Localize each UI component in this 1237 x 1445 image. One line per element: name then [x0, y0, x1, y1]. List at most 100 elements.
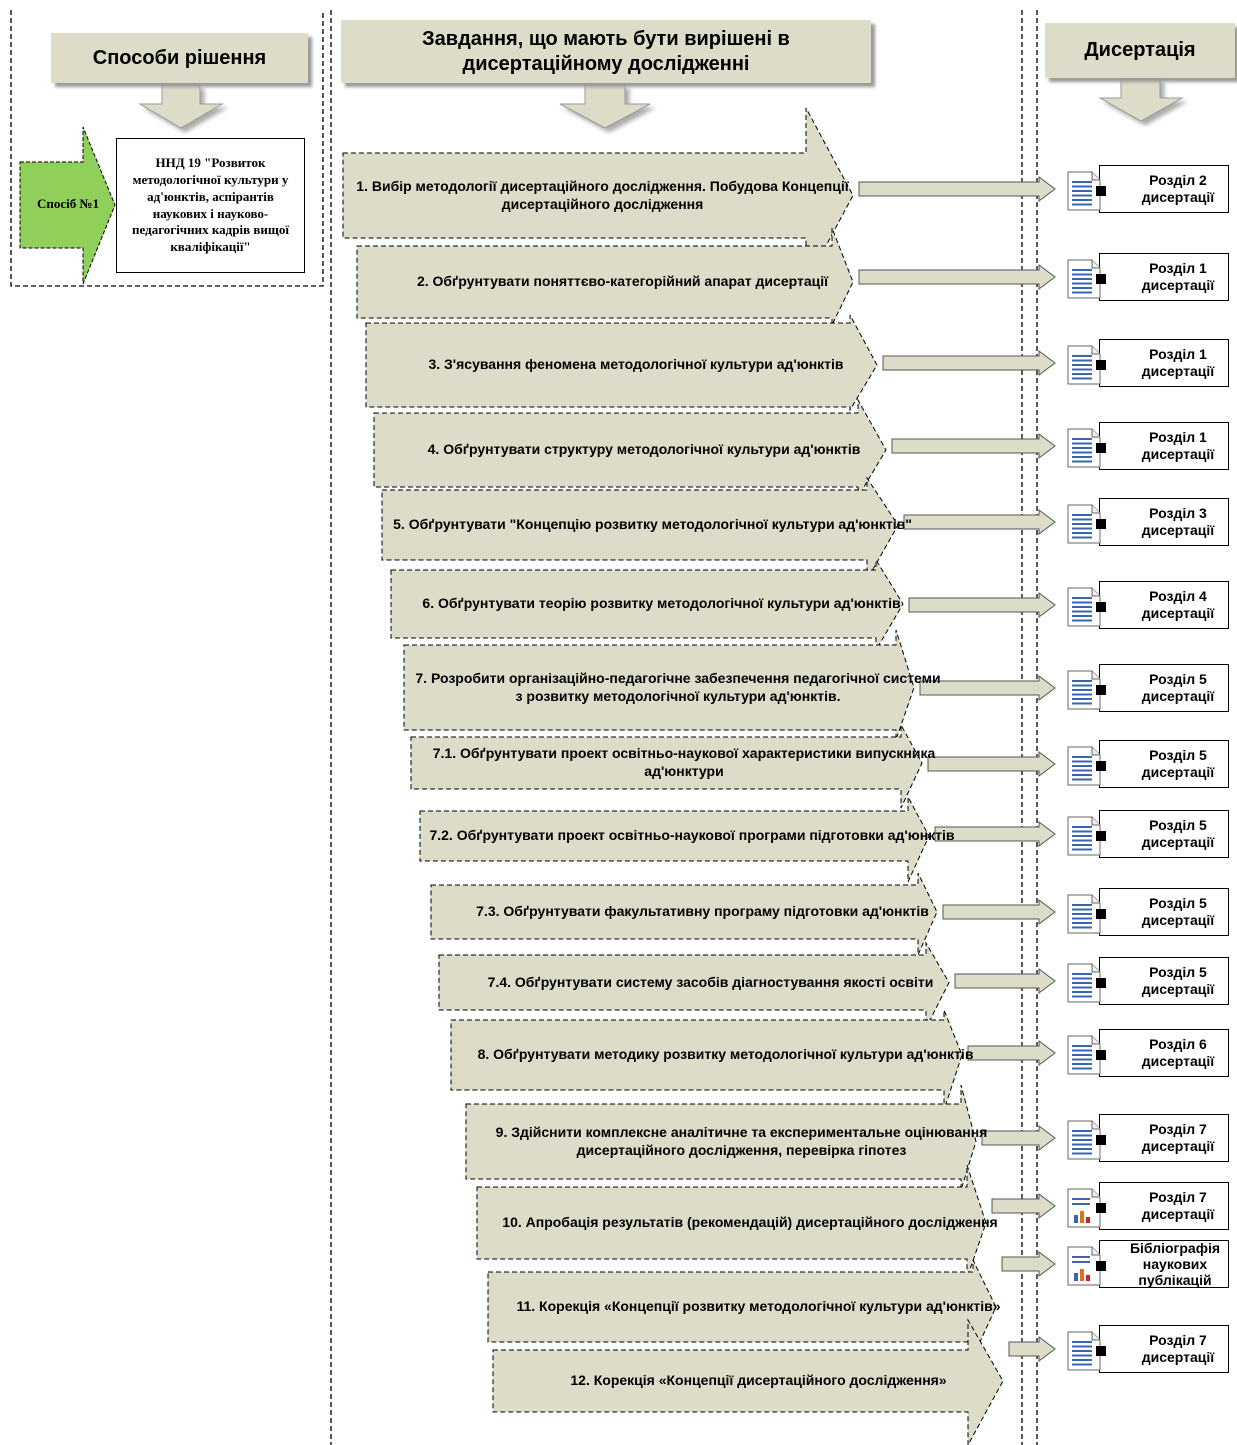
task-arrow	[390, 558, 904, 652]
document-icon	[1066, 962, 1106, 1004]
document-icon	[1066, 815, 1106, 857]
document-icon	[1066, 503, 1106, 545]
task-arrow	[373, 398, 887, 499]
task-text: 9. Здійснити комплексне аналітичне та ек…	[495, 1123, 988, 1158]
chapter-box: Розділ 7 дисертації	[1067, 1114, 1229, 1162]
chapter-box: Розділ 5 дисертації	[1067, 888, 1229, 936]
chapter-label: Розділ 5 дисертації	[1141, 816, 1215, 851]
document-icon	[1066, 1119, 1106, 1161]
connector-arrow	[858, 264, 1056, 290]
connector-arrow	[942, 899, 1056, 925]
task-arrow	[450, 1009, 963, 1111]
task-text: 10. Апробація результатів (рекомендацій)…	[502, 1214, 998, 1231]
chapter-label: Розділ 1 дисертації	[1141, 428, 1215, 463]
down-arrow-tasks	[559, 84, 651, 129]
connector-arrow	[954, 968, 1056, 994]
chapter-box: Бібліографія наукових публікацій	[1067, 1239, 1229, 1289]
connector-arrows	[858, 176, 1056, 1362]
header-arrows	[138, 77, 1184, 129]
solutions-frame	[10, 10, 324, 287]
task-arrow	[465, 1084, 977, 1191]
task-text: 11. Корекція «Концепції розвитку методол…	[516, 1298, 1001, 1315]
connector-arrow	[967, 1040, 1056, 1066]
document-icon	[1066, 669, 1106, 711]
task-text: 6. Обґрунтувати теорію розвитку методоло…	[422, 595, 901, 612]
connector-arrow	[903, 509, 1056, 535]
task-arrows	[342, 107, 1004, 1445]
task-text: 8. Обґрунтувати методику розвитку методо…	[477, 1046, 974, 1063]
task-text: 7.2. Обґрунтувати проект освітньо-науков…	[429, 827, 955, 844]
task-text: 7.1. Обґрунтувати проект освітньо-науков…	[432, 745, 936, 779]
chapter-label: Розділ 4 дисертації	[1141, 587, 1215, 622]
method-arrow	[19, 126, 116, 285]
chapter-box: Розділ 5 дисертації	[1067, 664, 1229, 712]
chapter-label: Розділ 5 дисертації	[1141, 894, 1215, 929]
chapter-box: Розділ 1 дисертації	[1067, 422, 1229, 470]
task-arrow	[410, 724, 923, 809]
tasks-header: Завдання, що мають бути вирішені в дисер…	[341, 20, 871, 83]
chapter-box: Розділ 3 дисертації	[1067, 498, 1229, 546]
task-arrow	[487, 1259, 997, 1358]
chapter-box: Розділ 1 дисертації	[1067, 253, 1229, 301]
task-text: 4. Обґрунтувати структуру методологічної…	[427, 441, 861, 458]
chapter-label: Розділ 7 дисертації	[1141, 1120, 1215, 1155]
document-icon	[1066, 344, 1106, 386]
task-arrow	[356, 227, 854, 326]
chapter-box: Розділ 5 дисертації	[1067, 957, 1229, 1005]
chapter-label: Розділ 7 дисертації	[1141, 1331, 1215, 1366]
connector-arrow	[981, 1125, 1056, 1151]
task-text: 3. З'ясування феномена методологічної ку…	[428, 356, 844, 373]
document-icon	[1066, 586, 1106, 628]
task-text: 12. Корекція «Концепції дисертаційного д…	[570, 1372, 947, 1389]
down-arrow-solutions	[138, 84, 224, 129]
chapter-box: Розділ 5 дисертації	[1067, 740, 1229, 788]
task-arrow	[476, 1164, 987, 1279]
chapter-box: Розділ 6 дисертації	[1067, 1029, 1229, 1077]
report-chart-icon	[1066, 1187, 1106, 1229]
task-arrow	[438, 941, 950, 1029]
dissertation-header: Дисертація	[1045, 23, 1235, 78]
connector-arrow	[908, 592, 1056, 618]
task-text: 1. Вибір методології дисертаційного досл…	[356, 177, 849, 212]
document-icon	[1066, 1034, 1106, 1076]
task-arrow	[403, 629, 915, 741]
task-text: 7.3. Обґрунтувати факультативну програму…	[476, 903, 929, 920]
chapter-label: Розділ 3 дисертації	[1141, 504, 1215, 539]
connector-arrow	[934, 821, 1056, 847]
chapter-label: Розділ 5 дисертації	[1141, 746, 1215, 781]
task-arrow	[419, 796, 930, 883]
task-arrow	[381, 476, 899, 582]
connector-arrow	[858, 176, 1056, 202]
chapter-label: Розділ 1 дисертації	[1141, 259, 1215, 294]
task-arrow	[430, 872, 938, 956]
task-arrow	[365, 314, 878, 412]
document-icon	[1066, 893, 1106, 935]
solutions-header: Способи рішення	[51, 33, 308, 83]
document-icon	[1066, 745, 1106, 787]
method-label: Спосіб №1	[36, 196, 100, 211]
connector-arrow	[919, 675, 1056, 701]
task-text: 7. Розробити організаційно-педагогічне з…	[415, 669, 941, 704]
chapter-label: Розділ 6 дисертації	[1141, 1035, 1215, 1070]
document-icon	[1066, 1330, 1106, 1372]
report-chart-icon	[1066, 1245, 1106, 1287]
chapter-label: Бібліографія наукових публікацій	[1129, 1239, 1221, 1289]
chapter-box: Розділ 1 дисертації	[1067, 339, 1229, 387]
document-icon	[1066, 258, 1106, 300]
connector-arrow	[882, 350, 1056, 376]
task-arrow	[342, 107, 854, 284]
method-description: ННД 19 "Розвиток методологічної культури…	[116, 138, 305, 273]
chapter-box: Розділ 5 дисертації	[1067, 810, 1229, 858]
task-text: 5. Обґрунтувати "Концепцію розвитку мето…	[393, 516, 912, 533]
connector-arrow	[927, 751, 1056, 777]
chapter-label: Розділ 1 дисертації	[1141, 345, 1215, 380]
chapter-box: Розділ 7 дисертації	[1067, 1182, 1229, 1230]
chapter-label: Розділ 7 дисертації	[1141, 1188, 1215, 1223]
task-text: 2. Обґрунтувати поняттєво-категорійний а…	[416, 273, 829, 290]
chapter-label: Розділ 2 дисертації	[1141, 171, 1215, 206]
chapter-box: Розділ 4 дисертації	[1067, 581, 1229, 629]
connector-arrow	[1008, 1336, 1056, 1362]
chapter-box: Розділ 2 дисертації	[1067, 165, 1229, 213]
task-text: 7.4. Обґрунтувати систему засобів діагно…	[487, 973, 934, 990]
